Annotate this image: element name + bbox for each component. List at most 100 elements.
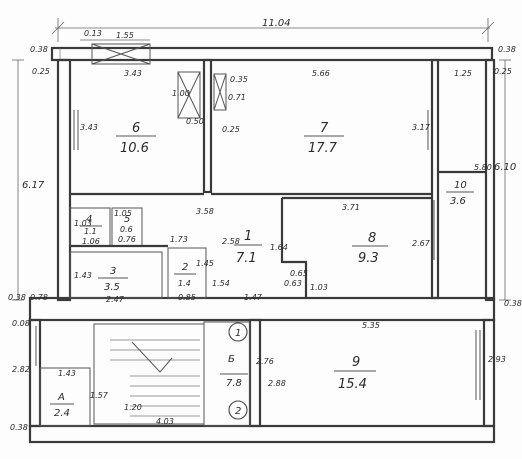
room-4-area: 1.1	[84, 227, 97, 236]
dim-right-inner: 5.80	[474, 163, 492, 172]
dimension-lines	[12, 18, 511, 301]
room-5-number: 5	[124, 214, 130, 225]
dim-shaft-w: 0.50	[186, 117, 204, 126]
dim-room5-h: 1.05	[114, 209, 132, 218]
room-2-number: 2	[182, 262, 188, 273]
dim-stair-h: 1.20	[124, 403, 142, 412]
dim-corridor-h: 1.47	[244, 293, 263, 302]
room-8: 8 9.3	[352, 231, 388, 266]
interior-walls	[35, 58, 486, 428]
dim-mid-left-gap: 0.78	[30, 293, 48, 302]
dim-room4-h: 1.03	[74, 219, 92, 228]
dim-mid-left-thin: 0.08	[12, 319, 30, 328]
room-3-area: 3.5	[104, 282, 120, 293]
dim-room10-width: 1.25	[454, 69, 472, 78]
dim-small-h2: 1.03	[310, 283, 328, 292]
room-1-number: 1	[244, 229, 252, 244]
room-3-number: 3	[110, 266, 116, 277]
dim-room2-w: 0.85	[178, 293, 196, 302]
room-6: 6 10.6	[116, 121, 156, 156]
room-8-area: 9.3	[358, 251, 379, 266]
dim-room7-height: 3.17	[412, 123, 431, 132]
room-B-number: Б	[228, 354, 235, 365]
markers: 1 2	[228, 322, 248, 420]
dim-right-bottom-h: 2.93	[488, 355, 506, 364]
dim-room5-w1: 0.6	[120, 225, 133, 234]
room-6-number: 6	[132, 121, 140, 136]
dim-room8-height: 2.67	[412, 239, 431, 248]
stairwell	[93, 323, 205, 425]
marker-1-label: 1	[235, 328, 241, 339]
outer-walls	[28, 43, 496, 444]
room-9-number: 9	[352, 355, 360, 370]
room-6-area: 10.6	[120, 141, 149, 156]
dim-stair-w: 4.03	[156, 417, 174, 426]
room-8-number: 8	[368, 231, 376, 246]
dim-mid-right-wall: 0.38	[504, 299, 522, 308]
marker-1: 1	[228, 322, 248, 342]
dim-small-h: 1.64	[270, 243, 288, 252]
marker-2-label: 2	[235, 406, 241, 417]
dim-room7-width: 5.66	[312, 69, 330, 78]
dim-bottom-left-wall: 0.38	[10, 423, 28, 432]
dim-small-w: 0.65	[290, 269, 308, 278]
dim-roomB-h: 2.76	[256, 357, 274, 366]
overall-width-label: 11.04	[262, 18, 291, 29]
dim-roomA-h: 1.57	[90, 391, 109, 400]
room-7: 7 17.7	[304, 121, 344, 156]
dim-shaft-h: 1.00	[172, 89, 190, 98]
dim-small-w2: 0.63	[284, 279, 302, 288]
dim-room1-top: 1.73	[170, 235, 188, 244]
dim-top-left-gap: 0.25	[32, 67, 50, 76]
dim-room9-width: 5.35	[362, 321, 380, 330]
dim-top-left-wall: 0.38	[30, 45, 48, 54]
dim-roomA-w: 1.43	[58, 369, 76, 378]
dim-room6-width: 3.43	[124, 69, 142, 78]
dim-top-right-wall: 0.38	[498, 45, 516, 54]
dim-room2-h2: 1.54	[212, 279, 230, 288]
dim-shaft2-base: 0.25	[222, 125, 240, 134]
dim-room8-width: 3.71	[342, 203, 360, 212]
dim-corridor-width: 3.58	[196, 207, 214, 216]
room-4-number: 4	[86, 214, 92, 225]
dim-shaft2-h: 0.71	[228, 93, 246, 102]
dim-shaft2-w: 0.35	[230, 75, 248, 84]
room-B-area: 7.8	[226, 378, 242, 389]
dim-room1-h: 2.58	[222, 237, 240, 246]
dim-mid-left-wall: 0.38	[8, 293, 26, 302]
room-10-number: 10	[454, 180, 467, 191]
room-7-area: 17.7	[308, 141, 338, 156]
room-7-number: 7	[320, 121, 329, 136]
dim-room3-h: 1.43	[74, 271, 92, 280]
dim-room5-w2: 0.76	[118, 235, 136, 244]
room-2-area: 1.4	[178, 279, 191, 288]
room-labels: 6 10.6 7 17.7 10 3.6 4 1.1 1.06 5 1 7.1	[50, 121, 474, 419]
dimension-labels: 11.04 0.38 0.25 0.13 1.55 0.38 0.25 3.43…	[8, 18, 522, 432]
room-10-area: 3.6	[450, 196, 466, 207]
dim-bottom-left-h: 2.82	[12, 365, 30, 374]
dim-left-total: 6.17	[22, 180, 45, 191]
room-B: Б 7.8	[220, 354, 248, 389]
room-A: A 2.4	[50, 392, 74, 419]
dim-room3-w: 2.47	[106, 295, 125, 304]
room-10: 10 3.6	[446, 180, 474, 207]
room-A-area: 2.4	[54, 408, 70, 419]
room-4: 4 1.1 1.06	[80, 214, 102, 246]
dim-room9-height: 2.88	[268, 379, 286, 388]
room-A-number: A	[57, 392, 65, 403]
dim-room6-height: 3.43	[80, 123, 98, 132]
room-5: 5	[124, 214, 130, 225]
room-1-area: 7.1	[236, 251, 257, 266]
dim-top-nib: 0.13	[84, 29, 102, 38]
room-4-width: 1.06	[82, 237, 100, 246]
dim-top-right-gap: 0.25	[494, 67, 512, 76]
dim-top-opening: 1.55	[116, 31, 134, 40]
marker-2: 2	[228, 400, 248, 420]
dim-right-total: 6.10	[494, 162, 516, 173]
room-3: 3 3.5	[98, 266, 128, 293]
dim-room2-h1: 1.45	[196, 259, 214, 268]
room-9-area: 15.4	[338, 377, 367, 392]
room-9: 9 15.4	[334, 355, 376, 392]
room-2: 2 1.4	[174, 262, 196, 288]
